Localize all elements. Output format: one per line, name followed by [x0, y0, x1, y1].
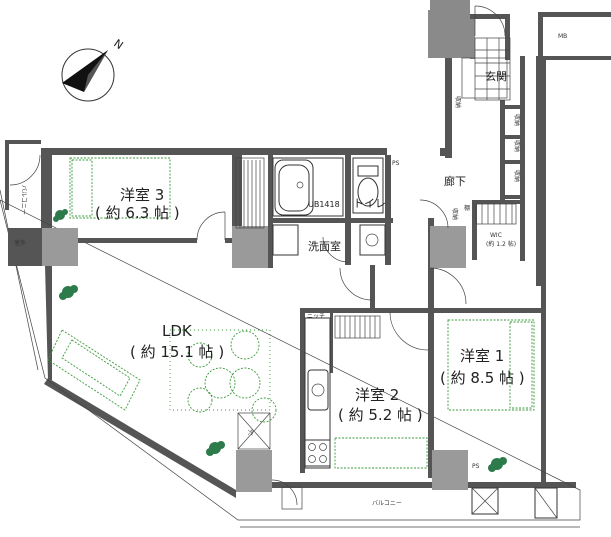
storage-r2-label: 収納 — [513, 140, 521, 152]
furniture — [47, 157, 535, 469]
storage-r1-label: 収納 — [513, 114, 521, 126]
plant-icon — [53, 209, 68, 222]
inner-walls — [52, 100, 542, 478]
balcony-left-label: バルコニー — [20, 185, 27, 215]
toilet-name: トイレ — [353, 197, 386, 210]
western3-size: ( 約 6.3 帖 ) — [95, 204, 180, 222]
misc-labels: MB PS PS ニッチ 冷 バルコニー バルコニー 室外 収納 収納 収納 収… — [14, 33, 567, 507]
ldk-name: LDK — [162, 322, 193, 340]
storage-r3-label: 収納 — [513, 170, 521, 182]
fridge-label: 冷 — [248, 429, 254, 437]
western1-size: ( 約 8.5 帖 ) — [440, 369, 525, 387]
storage-hall2-label: 棚 — [464, 204, 470, 212]
wic-name: WIC — [490, 232, 502, 239]
ldk-size: ( 約 15.1 帖 ) — [130, 343, 224, 361]
room-labels: 洋室 3 ( 約 6.3 帖 ) LDK ( 約 15.1 帖 ) 洋室 2 (… — [95, 69, 525, 424]
western1-name: 洋室 1 — [460, 347, 504, 365]
ps-bottom-label: PS — [472, 463, 480, 470]
western2-name: 洋室 2 — [355, 386, 399, 404]
wic-size: (約 1.2 帖) — [486, 240, 516, 248]
bathroom-fixtures — [272, 157, 386, 263]
western3-name: 洋室 3 — [120, 186, 164, 204]
washroom-name: 洗面室 — [308, 239, 341, 253]
plants — [53, 209, 507, 472]
doors — [9, 154, 467, 506]
pillars — [8, 226, 468, 492]
ps-top-label: PS — [392, 160, 400, 167]
entrance-name: 玄関 — [485, 69, 507, 83]
balcony-bottom-label: バルコニー — [372, 500, 402, 507]
compass-north-label: N — [111, 37, 125, 52]
western2-size: ( 約 5.2 帖 ) — [338, 406, 423, 424]
kitchen — [237, 317, 331, 469]
entrance-tiles — [461, 5, 511, 101]
storage-entrance-label: 収納 — [454, 96, 462, 108]
hallway-name: 廊下 — [444, 174, 466, 188]
plant-icon — [206, 441, 225, 456]
plant-icon — [59, 285, 78, 300]
mb-label: MB — [558, 33, 567, 40]
storage-hall-label: 収納 — [451, 208, 459, 220]
compass: N — [61, 37, 125, 102]
bath-name: UB1418 — [308, 200, 340, 209]
balcony-extras — [281, 486, 558, 519]
compass-needle-icon — [62, 50, 108, 92]
outdoor-unit-label: 室外 — [14, 239, 26, 247]
niche-label: ニッチ — [307, 313, 325, 320]
plant-icon — [488, 457, 507, 472]
closet-hatch — [235, 157, 517, 339]
